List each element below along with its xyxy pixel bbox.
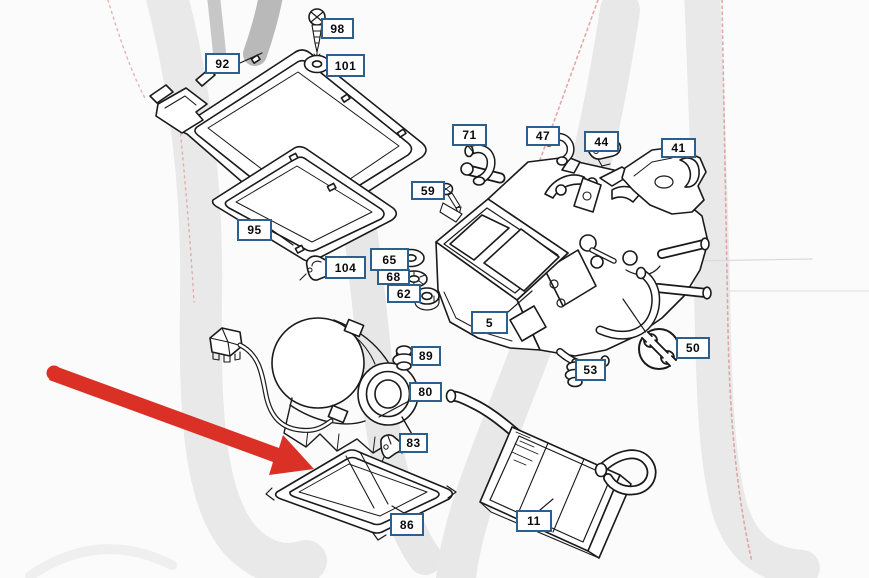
- part-callout-62[interactable]: 62: [387, 284, 421, 303]
- part-62-nut: [414, 287, 440, 311]
- part-callout-80[interactable]: 80: [409, 382, 442, 402]
- part-callout-47[interactable]: 47: [526, 126, 560, 146]
- part-11-heater-core: [445, 389, 657, 559]
- part-callout-95[interactable]: 95: [237, 219, 272, 241]
- part-callout-86[interactable]: 86: [390, 513, 424, 536]
- part-callout-50[interactable]: 50: [676, 337, 710, 359]
- part-callout-98[interactable]: 98: [321, 18, 354, 39]
- part-71-elbow: [464, 144, 496, 186]
- part-callout-101[interactable]: 101: [326, 54, 365, 77]
- part-callout-11[interactable]: 11: [516, 510, 552, 532]
- part-95-frame: [211, 145, 398, 263]
- part-86-filter-frame: [265, 449, 457, 541]
- part-callout-83[interactable]: 83: [399, 433, 428, 453]
- part-callout-44[interactable]: 44: [584, 131, 619, 152]
- red-arrow: [46, 365, 314, 475]
- part-callout-71[interactable]: 71: [452, 124, 487, 146]
- part-callout-53[interactable]: 53: [575, 359, 606, 381]
- part-callout-92[interactable]: 92: [205, 53, 240, 74]
- part-callout-89[interactable]: 89: [411, 346, 441, 366]
- part-callout-104[interactable]: 104: [325, 256, 366, 279]
- leader-lines: [239, 52, 554, 514]
- part-80-blower-motor: [271, 317, 419, 454]
- part-41-bracket: [621, 146, 707, 215]
- part-callout-59[interactable]: 59: [411, 181, 445, 200]
- part-callout-68[interactable]: 68: [377, 269, 410, 285]
- wrench-icon: [622, 298, 680, 370]
- part-callout-5[interactable]: 5: [471, 311, 508, 334]
- part-callout-41[interactable]: 41: [661, 138, 696, 158]
- part-83-clip: [380, 434, 403, 465]
- part-callout-65[interactable]: 65: [370, 248, 409, 271]
- relay-connector: [209, 327, 334, 433]
